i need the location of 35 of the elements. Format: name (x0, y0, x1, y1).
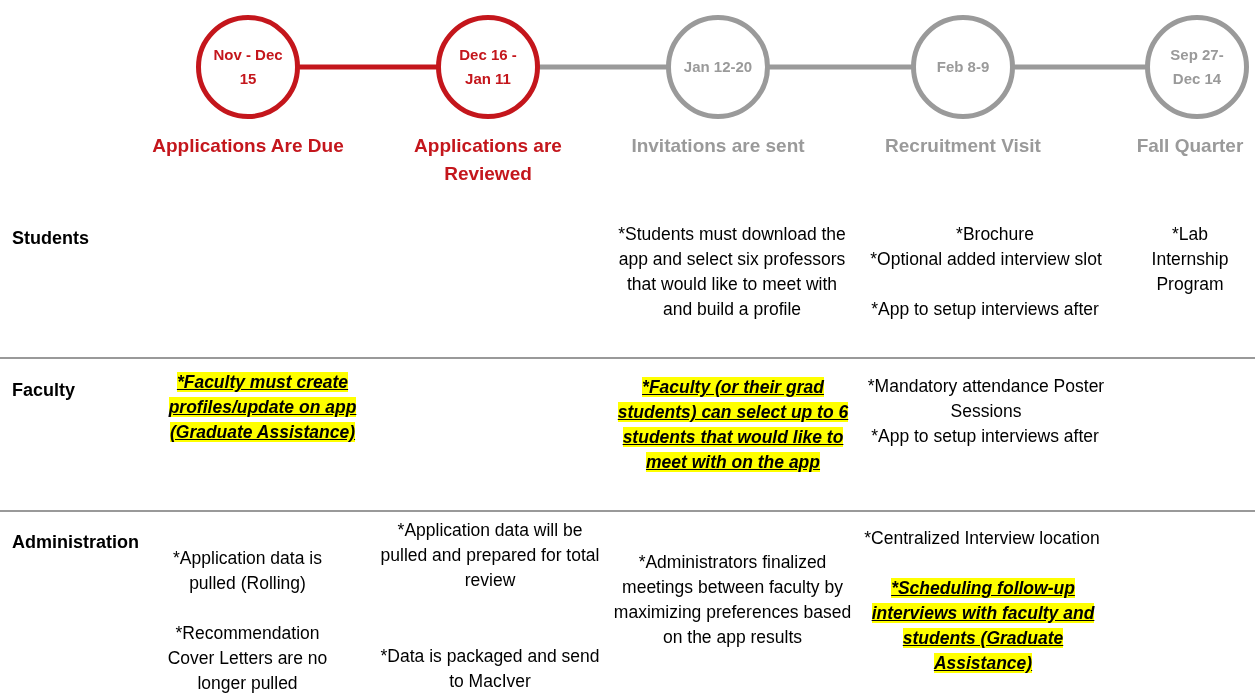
milestone-circle (911, 15, 1015, 119)
date-label: Nov - Dec 15 (212, 45, 284, 89)
row-heading: Students (12, 228, 89, 249)
table-note: *Centralized Interview location (863, 527, 1101, 550)
table-note: *Mandatory attendance Poster Sessions (866, 375, 1106, 423)
milestone-caption: Invitations are sent (630, 134, 806, 158)
milestone-circle (666, 15, 770, 119)
table-note: *Administrators finalized meetings between faculty by maximizing preferences based on the app results (612, 551, 853, 649)
table-note: *Optional added interview slot (869, 248, 1103, 271)
milestone-caption: Applications Are Due (151, 134, 345, 158)
milestone-circle (1145, 15, 1249, 119)
table-note: *Students must download the app and select six professors that would like to meet with and build a profile (617, 223, 847, 321)
connector-line (297, 64, 439, 70)
date-label: Sep 27-Dec 14 (1169, 45, 1225, 89)
table-note: *Application data will be pulled and prepared for total review (380, 519, 600, 592)
table-note: *Brochure (955, 223, 1035, 246)
connector-line (1012, 64, 1148, 70)
row-heading: Faculty (12, 380, 76, 401)
date-label: Dec 16 - Jan 11 (458, 45, 518, 89)
table-note: *Data is packaged and send to MacIver (380, 645, 600, 693)
date-label: Feb 8-9 (935, 57, 991, 77)
connector-line (767, 64, 914, 70)
milestone-circle (436, 15, 540, 119)
table-note: *App to setup interviews after (870, 298, 1100, 321)
milestone-caption: Applications are Reviewed (413, 134, 563, 186)
milestone-caption: Fall Quarter (1135, 134, 1245, 158)
table-note: *Lab Internship Program (1150, 223, 1230, 296)
milestone-circle (196, 15, 300, 119)
row-heading: Administration (12, 532, 139, 553)
table-note: *App to setup interviews after (870, 425, 1100, 448)
connector-line (537, 64, 669, 70)
milestone-caption: Recruitment Visit (884, 134, 1042, 158)
date-label: Jan 12-20 (682, 57, 754, 77)
table-note: *Recommendation Cover Letters are no longer pulled (166, 622, 329, 693)
table-note: *Application data is pulled (Rolling) (172, 547, 323, 595)
